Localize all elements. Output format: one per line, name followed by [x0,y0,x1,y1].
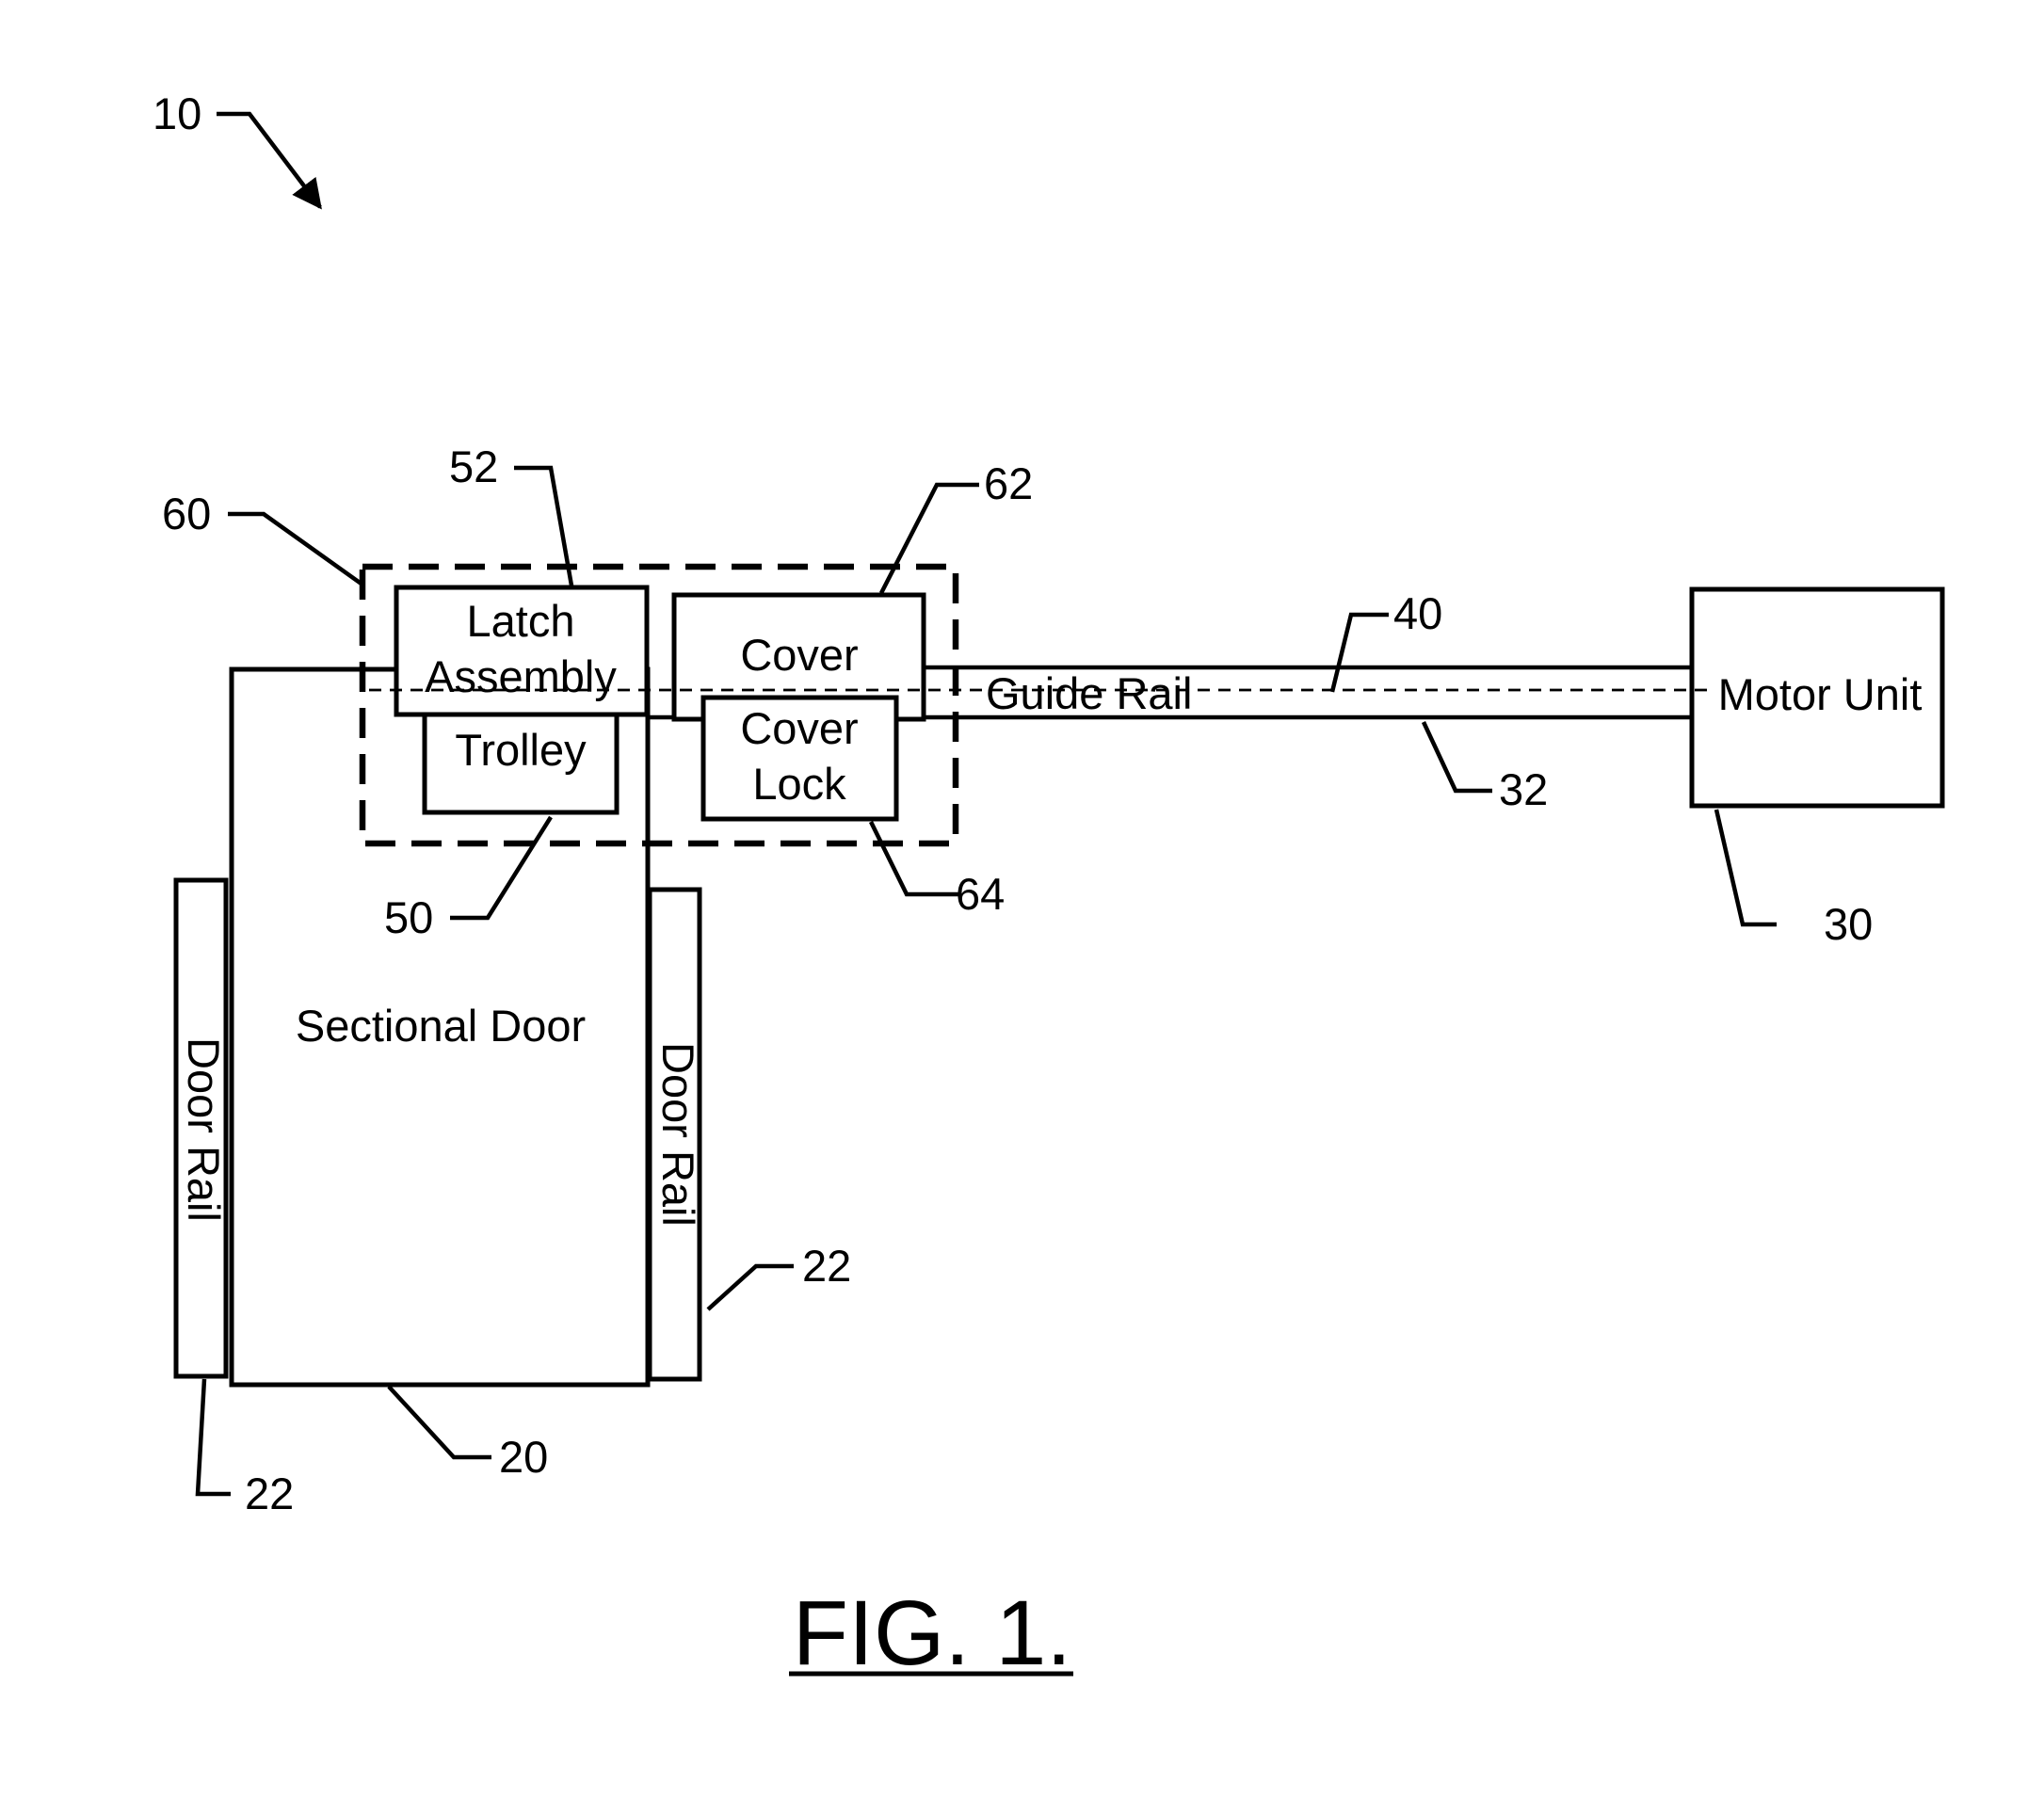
ref-60-leader [228,511,364,586]
sectional-door-label: Sectional Door [296,1001,586,1051]
ref-30-label: 30 [1824,899,1873,949]
latch-assembly-label-line2: Assembly [425,651,617,701]
ref-20-label: 20 [499,1432,548,1482]
ref-22-left-leader [195,1378,231,1497]
door-rail-left-body [173,877,229,1379]
figure-caption: FIG. 1. [789,1581,1073,1684]
latch-assembly-label-line1: Latch [467,596,575,646]
motor-unit: Motor Unit [1689,586,1945,809]
figure-caption-text: FIG. 1. [793,1581,1071,1684]
trolley-label: Trolley [455,725,587,775]
motor-unit-label: Motor Unit [1718,669,1923,719]
cover-lock-label-line1: Cover [740,703,858,753]
motor-unit-body [1689,586,1945,809]
latch-assembly-body [394,585,650,717]
ref-22-left-label: 22 [245,1469,294,1518]
door-rail-right-label: Door Rail [653,1042,703,1227]
ref-10-arrow [217,111,322,210]
ref-30-leader [1714,809,1777,927]
ref-52-label: 52 [449,441,498,491]
ref-32-label: 32 [1499,764,1548,814]
door-rail-left: Door Rail [173,877,229,1379]
ref-64-label: 64 [956,869,1005,919]
cover-lock-label-line2: Lock [752,759,846,809]
door-rail-left-label: Door Rail [179,1037,229,1222]
ref-32-leader [1421,721,1492,794]
trolley: Trolley [422,703,620,815]
ref-62-leader [878,482,979,595]
lock-region-boundary [359,563,959,847]
ref-10-label: 10 [153,88,201,138]
latch-assembly: Latch Assembly [394,585,650,717]
ref-40-leader [1329,612,1389,693]
door-rail-right-body [647,887,702,1382]
ref-62-label: 62 [984,458,1033,508]
ref-50-label: 50 [384,892,433,942]
door-rail-right: Door Rail [647,887,703,1382]
guide-rail-label: Guide Rail [986,668,1192,718]
ref-20-leader [387,1385,491,1460]
cover-label: Cover [740,630,858,680]
ref-50-leader [450,815,553,921]
system-reference: 10 [153,88,322,210]
ref-22-right-leader [706,1263,794,1311]
cover-lock-body [700,695,899,822]
cover-lock: Cover Lock [700,695,899,822]
ref-64-leader [868,821,959,897]
ref-60-label: 60 [162,489,211,538]
ref-52-leader [514,465,574,586]
ref-22-right-label: 22 [802,1241,851,1291]
ref-40-label: 40 [1393,588,1442,638]
